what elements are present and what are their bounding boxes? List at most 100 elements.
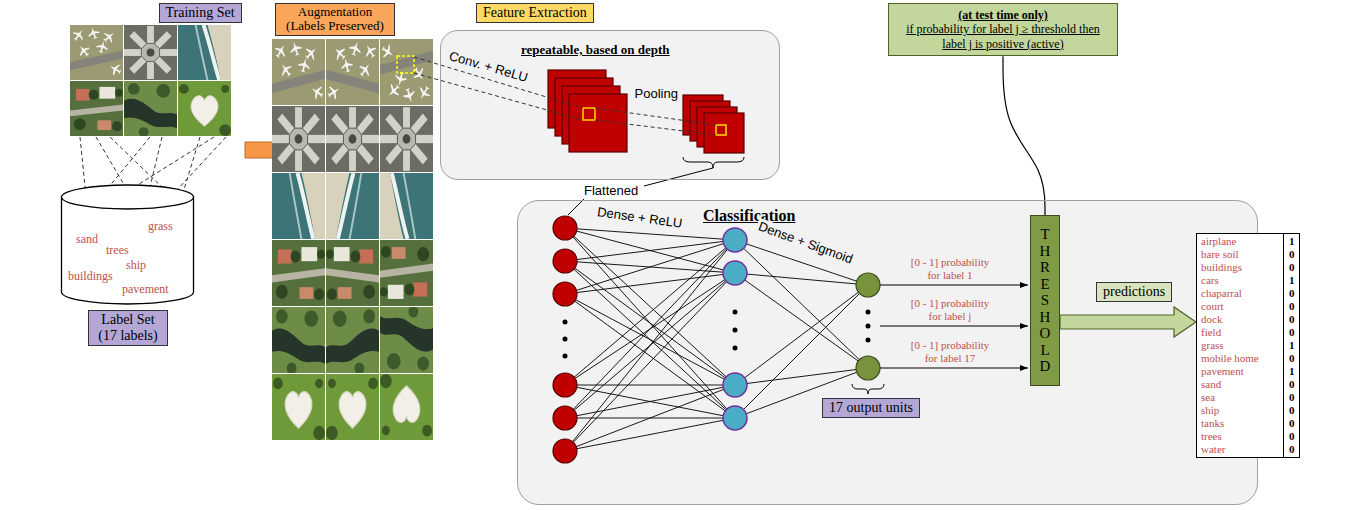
- augmented-images: [326, 240, 379, 306]
- ellipsis-dots: [866, 310, 871, 315]
- augmented-images: [380, 106, 433, 172]
- augmented-images: [272, 374, 325, 440]
- layer-label: Dense + Sigmoid: [754, 217, 856, 266]
- cylinder-top: [62, 185, 194, 209]
- output-neurons: [856, 273, 880, 297]
- callout-box: (at test time only)if probability for la…: [888, 3, 1118, 56]
- layer-label: Pooling: [633, 86, 680, 101]
- table-label: bare soil: [1201, 248, 1239, 261]
- training-images: [124, 25, 177, 80]
- input-neurons: [553, 406, 577, 430]
- ellipsis-dots: [733, 310, 738, 315]
- hidden-neurons: [723, 373, 747, 397]
- header-box: Augmentation (Labels Preserved): [275, 3, 395, 36]
- receptive-field: [583, 108, 595, 120]
- flatten-bracket: [644, 168, 713, 186]
- node-text: Classification: [703, 207, 795, 225]
- header-box: Training Set: [159, 3, 242, 23]
- node-text: Augmentation (Labels Preserved): [282, 5, 388, 34]
- node-text: Label Set (17 labels): [95, 312, 161, 344]
- ellipsis-dots: [866, 324, 871, 329]
- augmented-images: [326, 173, 379, 239]
- augmented-images: [380, 306, 433, 373]
- table-value: 1: [1289, 274, 1295, 287]
- output-units-box: 17 output units: [822, 398, 920, 418]
- label-links: [150, 137, 162, 187]
- augmented-images: [380, 240, 433, 306]
- probability-label: [0 - 1] probability for label j: [905, 297, 995, 323]
- table-label: grass: [1201, 339, 1224, 352]
- augmented-images: [380, 374, 433, 440]
- table-label: mobile home: [1201, 352, 1259, 365]
- training-images: [70, 25, 231, 137]
- table-label: airplane: [1201, 235, 1236, 248]
- node-text: buildings: [68, 269, 113, 283]
- table-value: 0: [1289, 326, 1295, 339]
- table-label: court: [1201, 300, 1224, 313]
- layer-label: Conv. + ReLU: [445, 47, 531, 85]
- node-text: Feature Extraction: [483, 5, 587, 21]
- input-neurons: [553, 216, 577, 240]
- ellipsis-dots: [733, 346, 738, 351]
- table-label: cars: [1201, 274, 1219, 287]
- flatten-bracket: [568, 157, 744, 215]
- database-cylinder: grasssandtreesshipbuildingspavement: [60, 183, 195, 307]
- augmented-images: [272, 307, 325, 374]
- table-label: buildings: [1201, 261, 1242, 274]
- ellipsis-dots: [563, 320, 568, 325]
- table-value: 1: [1289, 339, 1295, 352]
- input-neurons: [553, 373, 577, 397]
- input-neurons: [553, 249, 577, 273]
- node-text: (at test time only): [895, 8, 1111, 22]
- probability-label: [0 - 1] probability for label 17: [905, 339, 995, 365]
- table-value: 0: [1289, 313, 1295, 326]
- probability-arrows: [880, 368, 1028, 369]
- table-value: 0: [1289, 378, 1295, 391]
- node-text: Training Set: [166, 5, 235, 21]
- label-links: [182, 137, 200, 196]
- table-label: dock: [1201, 313, 1222, 326]
- training-images: [70, 81, 123, 136]
- feature-maps: [548, 70, 744, 153]
- table-value: 0: [1289, 352, 1295, 365]
- augmented-images: [380, 173, 433, 239]
- probability-arrows: [880, 285, 1028, 286]
- table-value: 0: [1289, 417, 1295, 430]
- augmented-images: [272, 173, 325, 239]
- table-label: water: [1201, 443, 1225, 456]
- table-label: ship: [1201, 404, 1219, 417]
- table-label: tanks: [1201, 417, 1224, 430]
- augmented-images: [272, 106, 325, 172]
- node-text: 17 output units: [829, 400, 913, 416]
- node-text: ship: [126, 258, 146, 272]
- feature-panel: repeatable, based on depth: [440, 30, 780, 180]
- probability-label: [0 - 1] probability for label 1: [905, 256, 995, 282]
- training-images: [124, 81, 177, 137]
- output-neurons: [856, 273, 880, 380]
- threshold-box: THRESHOLD: [1030, 215, 1060, 386]
- label-set-box: Label Set (17 labels): [88, 310, 168, 346]
- output-neurons: [856, 356, 880, 380]
- panel-ground: [440, 30, 1258, 505]
- augmented-images: [326, 374, 379, 440]
- augmented-images: [326, 39, 379, 105]
- augmented-images: [272, 39, 325, 105]
- node-text: predictions: [1103, 284, 1165, 300]
- ellipsis-dots: [733, 328, 738, 333]
- label-links: [96, 137, 126, 188]
- layer-label: Flattened: [582, 183, 640, 198]
- flatten-bracket: [683, 157, 744, 168]
- receptive-field: [716, 125, 726, 135]
- node-text: sand: [76, 232, 98, 246]
- label-links: [136, 137, 214, 186]
- table-label: trees: [1201, 430, 1222, 443]
- table-value: 0: [1289, 430, 1295, 443]
- output-bracket: [852, 384, 884, 394]
- augmented-images: [272, 39, 433, 440]
- augmented-images: [380, 39, 433, 105]
- probability-arrows: [880, 285, 1028, 368]
- training-images: [178, 25, 231, 80]
- label-links: [110, 137, 166, 191]
